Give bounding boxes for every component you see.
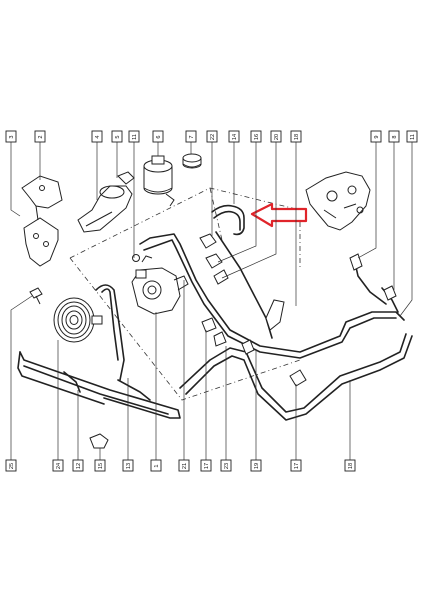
callout-9: 9	[374, 135, 380, 138]
line-clips	[199, 233, 397, 387]
pulley-bolt	[29, 287, 43, 305]
callout-16: 16	[254, 134, 260, 140]
callout-23: 23	[224, 463, 230, 469]
pipe-clip	[89, 433, 109, 449]
suction-hose	[95, 284, 125, 381]
cooler-pipe	[17, 351, 181, 419]
callout-21: 21	[182, 463, 188, 469]
callout-6: 6	[156, 135, 162, 138]
callout-1: 1	[154, 464, 160, 467]
callout-3: 3	[9, 135, 15, 138]
callout-14: 14	[232, 134, 238, 140]
callout-2: 2	[38, 135, 44, 138]
callout-25: 25	[9, 463, 15, 469]
hose-part-14	[211, 204, 245, 236]
bracket-assembly	[21, 175, 63, 267]
clamp-bracket	[77, 171, 135, 233]
callouts-top: 3 2 4 5 6 7 22 14 16 18 9 8 11 11 20	[5, 130, 418, 143]
callout-17-right: 17	[294, 463, 300, 469]
fluid-reservoir	[143, 153, 202, 207]
callout-18-bottom: 18	[348, 463, 354, 469]
callout-11-right: 11	[410, 134, 416, 140]
callout-4: 4	[95, 135, 101, 138]
callout-20: 20	[274, 134, 280, 140]
power-steering-pump	[131, 254, 189, 315]
callout-18-top: 18	[294, 134, 300, 140]
callout-8: 8	[392, 135, 398, 138]
leader-lines	[10, 142, 413, 460]
callout-22: 22	[210, 134, 216, 140]
steering-rack	[305, 171, 371, 231]
callout-11-left: 11	[132, 134, 138, 140]
callout-24: 24	[56, 463, 62, 469]
callouts-bottom: 25 24 12 15 13 1 21 17 23 19 17 18	[5, 459, 356, 472]
pump-pulley	[53, 297, 103, 343]
callout-5: 5	[115, 135, 121, 138]
callout-19: 19	[254, 463, 260, 469]
highlight-arrow	[250, 202, 308, 228]
callout-13: 13	[126, 463, 132, 469]
callout-17-left: 17	[204, 463, 210, 469]
callout-12: 12	[76, 463, 82, 469]
callout-7: 7	[189, 135, 195, 138]
callout-15: 15	[98, 463, 104, 469]
